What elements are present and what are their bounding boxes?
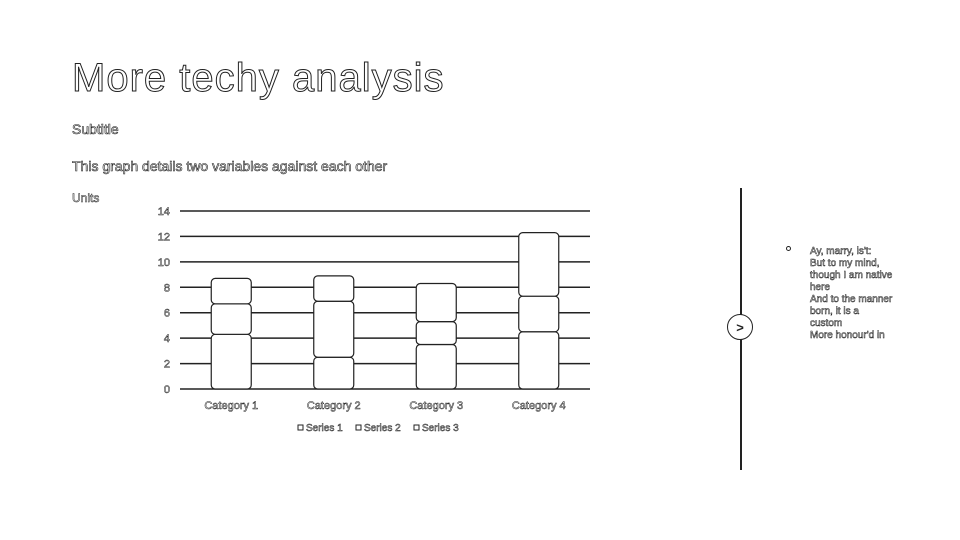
- y-tick-label: 0: [164, 384, 170, 396]
- y-tick-label: 10: [158, 257, 170, 269]
- bar-segment-series-2: [210, 303, 252, 335]
- next-arrow-button[interactable]: >: [727, 314, 753, 340]
- bar-segment-series-2: [518, 295, 560, 333]
- bar-segment-series-2: [415, 321, 457, 346]
- chevron-right-icon: >: [736, 319, 744, 335]
- side-line: born, it is a: [810, 306, 859, 318]
- y-tick-label: 14: [158, 206, 170, 218]
- bar-segment-series-1: [518, 331, 560, 390]
- legend-label: Series 3: [422, 423, 459, 434]
- y-tick-label: 4: [164, 333, 170, 345]
- bar-segment-series-1: [313, 356, 355, 390]
- side-line: custom: [810, 318, 843, 330]
- y-axis-units-label: Units: [72, 191, 100, 206]
- side-line: here: [810, 282, 831, 294]
- y-tick-label: 6: [164, 308, 170, 320]
- bar-segment-series-3: [313, 275, 355, 302]
- legend-label: Series 2: [364, 423, 401, 434]
- legend-label: Series 1: [306, 423, 343, 434]
- bar-segment-series-3: [415, 282, 457, 323]
- y-tick-label: 2: [164, 359, 170, 371]
- side-line: Ay, marry, is't:: [810, 246, 872, 258]
- slide-subtitle: Subtitle: [72, 121, 119, 138]
- x-category-label: Category 1: [204, 400, 258, 412]
- bar-segment-series-2: [313, 300, 355, 358]
- side-line: More honour'd in: [810, 330, 885, 342]
- bullet-dot: [786, 246, 791, 251]
- legend-swatch: [413, 424, 420, 431]
- legend-swatch: [355, 424, 362, 431]
- y-tick-label: 8: [164, 282, 170, 294]
- bar-segment-series-1: [415, 343, 457, 390]
- side-line: And to the manner: [810, 294, 893, 306]
- y-tick-label: 12: [158, 231, 170, 243]
- x-category-label: Category 2: [307, 400, 361, 412]
- chart-description: This graph details two variables against…: [72, 158, 388, 175]
- side-line: But to my mind,: [810, 258, 880, 270]
- x-category-label: Category 4: [512, 400, 566, 412]
- bar-segment-series-3: [518, 232, 560, 297]
- side-quote-text: Ay, marry, is't: But to my mind, though …: [810, 246, 910, 342]
- side-line: though I am native: [810, 270, 893, 282]
- x-category-label: Category 3: [409, 400, 463, 412]
- slide-title: More techy analysis: [71, 56, 445, 101]
- legend-swatch: [297, 424, 304, 431]
- bar-segment-series-3: [210, 277, 252, 305]
- bar-segment-series-1: [210, 333, 252, 390]
